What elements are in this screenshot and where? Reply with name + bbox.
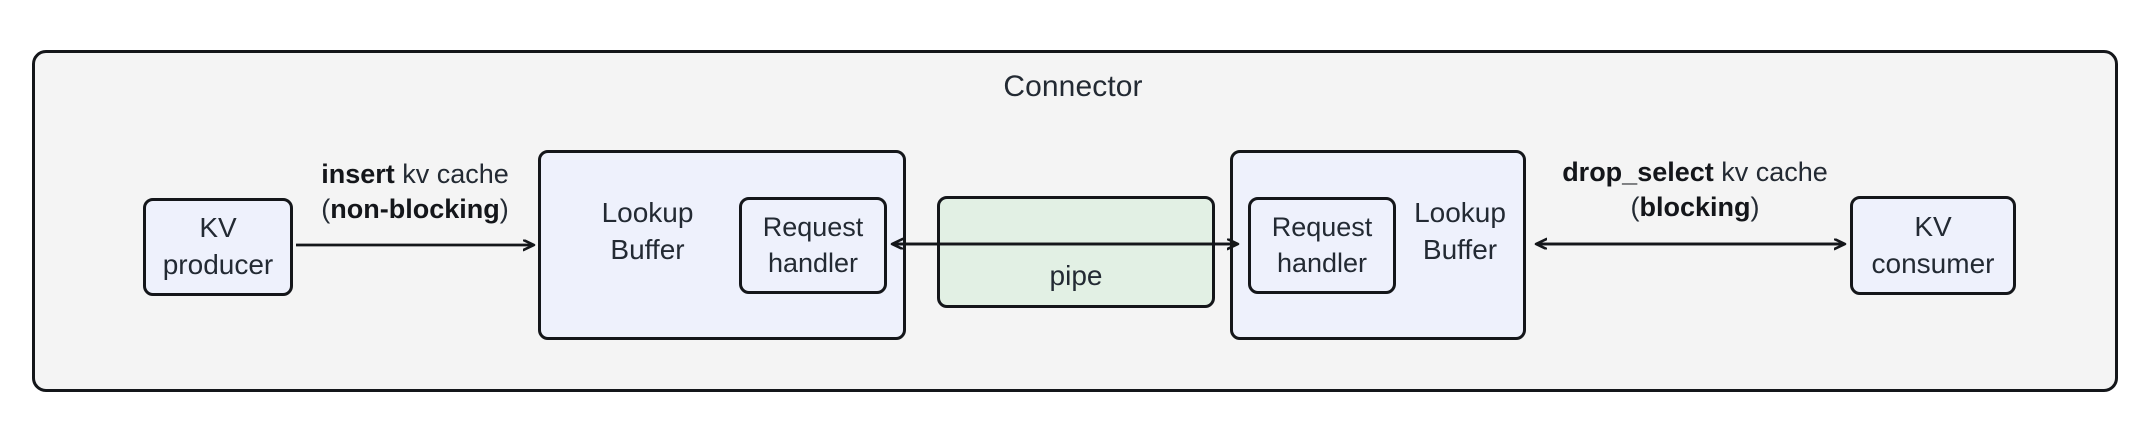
edge-label-drop-select-op: drop_select — [1562, 157, 1714, 187]
node-request-handler-right-label: Request handler — [1271, 211, 1373, 278]
edge-label-insert-object: kv cache — [394, 159, 509, 189]
node-request-handler-left-label: Request handler — [762, 211, 864, 278]
node-kv-consumer-label: KV consumer — [1871, 210, 1995, 279]
node-lookup-buffer-left-label: Lookup Buffer — [601, 197, 694, 265]
edge-label-drop-select-mode: blocking — [1639, 192, 1751, 223]
edge-label-insert-line1: insert kv cache — [295, 157, 535, 192]
node-kv-producer[interactable]: KV producer — [143, 198, 293, 296]
node-request-handler-left[interactable]: Request handler — [739, 197, 887, 294]
edge-label-drop-select: drop_select kv cache (blocking) — [1545, 155, 1845, 225]
connector-title: Connector — [1003, 70, 1143, 103]
edge-label-insert-op: insert — [321, 159, 395, 189]
edge-label-insert-line2: (non-blocking) — [295, 192, 535, 227]
edge-label-drop-select-object: kv cache — [1713, 157, 1828, 187]
node-kv-consumer[interactable]: KV consumer — [1850, 196, 2016, 295]
edge-label-drop-select-paren-open: ( — [1630, 192, 1640, 223]
node-kv-producer-label: KV producer — [162, 212, 274, 280]
edge-label-drop-select-line1: drop_select kv cache — [1545, 155, 1845, 190]
edge-label-drop-select-line2: (blocking) — [1545, 190, 1845, 225]
edge-label-drop-select-paren-close: ) — [1750, 192, 1760, 223]
edge-label-insert: insert kv cache (non-blocking) — [295, 157, 535, 227]
edge-label-insert-paren-open: ( — [321, 194, 331, 225]
edge-label-insert-paren-close: ) — [499, 194, 509, 225]
node-pipe[interactable]: pipe — [937, 196, 1215, 308]
node-pipe-label: pipe — [1049, 260, 1103, 292]
node-lookup-buffer-right-label: Lookup Buffer — [1414, 197, 1506, 265]
edge-label-insert-mode: non-blocking — [330, 194, 500, 225]
node-request-handler-right[interactable]: Request handler — [1248, 197, 1396, 294]
